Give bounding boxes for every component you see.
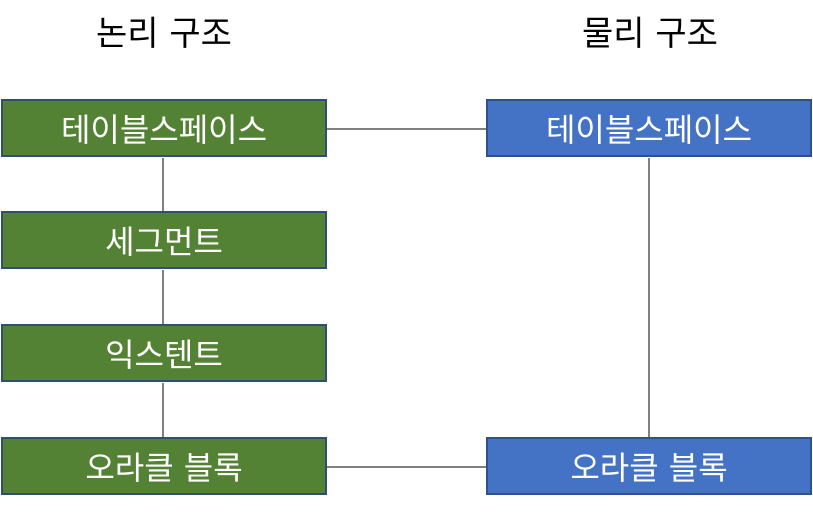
physical-structure-heading: 물리 구조 xyxy=(582,14,718,54)
logical-structure-heading: 논리 구조 xyxy=(96,14,232,54)
logical-segment-box: 세그먼트 xyxy=(1,211,327,269)
physical-block-box: 오라클 블록 xyxy=(486,437,812,495)
physical-tablespace-box: 테이블스페이스 xyxy=(486,99,812,157)
logical-extent-box: 익스텐트 xyxy=(1,324,327,382)
logical-tablespace-box: 테이블스페이스 xyxy=(1,99,327,157)
logical-block-box: 오라클 블록 xyxy=(1,437,327,495)
